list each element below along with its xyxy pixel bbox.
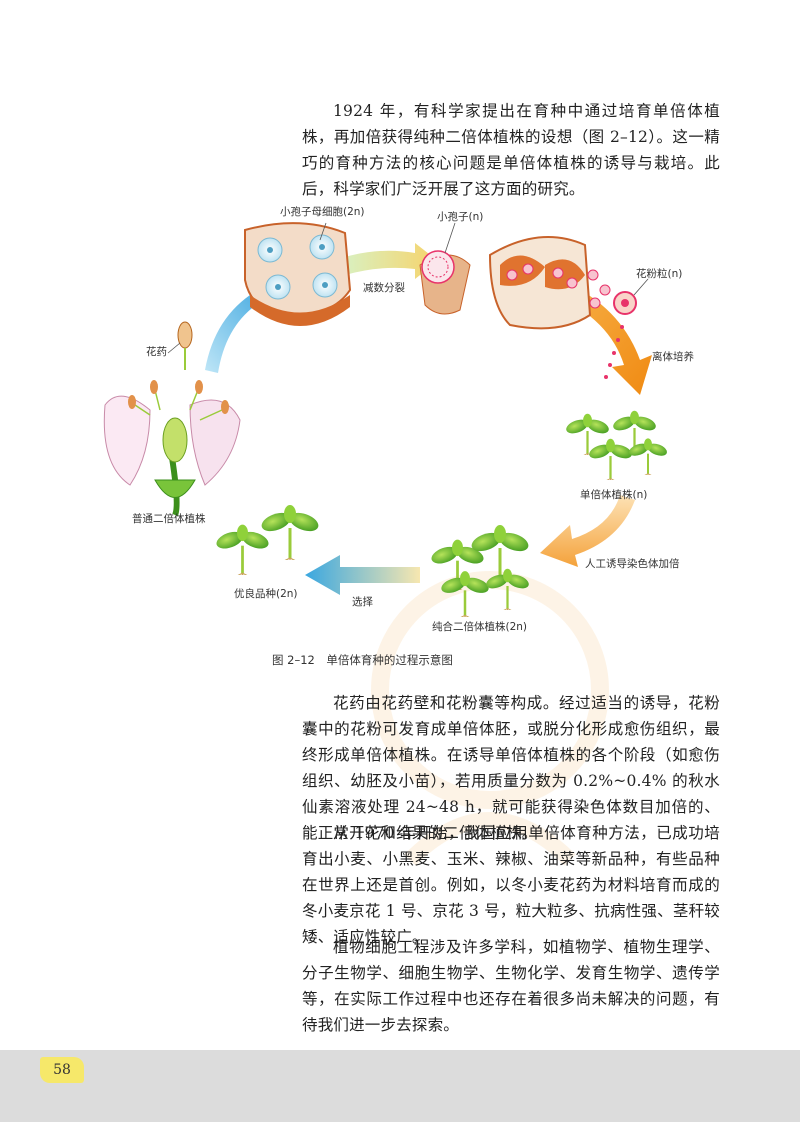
label-in-vitro-culture: 离体培养 xyxy=(652,350,694,363)
superior-variety-plants xyxy=(215,503,320,575)
label-diploid-plant: 普通二倍体植株 xyxy=(132,512,206,525)
label-microspore: 小孢子(n) xyxy=(437,211,483,223)
label-pollen-grain: 花粉粒(n) xyxy=(636,267,682,280)
anther-paragraph: 花药由花药壁和花粉囊等构成。经过适当的诱导，花粉囊中的花粉可发育成单倍体胚，或脱… xyxy=(302,694,720,842)
intro-paragraph: 1924 年，有科学家提出在育种中通过培育单倍体植株，再加倍获得纯种二倍体植株的… xyxy=(302,102,720,198)
arrow-meiosis xyxy=(345,243,438,279)
label-superior-variety: 优良品种(2n) xyxy=(234,587,298,600)
label-microspore-mother-cell: 小孢子母细胞(2n) xyxy=(280,205,365,218)
arrow-culture xyxy=(555,280,652,395)
haploid-breeding-diagram: 小孢子母细胞(2n) 小孢子(n) 减数分裂 花粉粒(n) 离体培养 花药 单倍… xyxy=(103,205,694,633)
page-footer xyxy=(0,1050,800,1122)
pollen-grain xyxy=(613,291,637,315)
label-anther: 花药 xyxy=(146,345,167,358)
haploid-plants xyxy=(565,409,668,480)
anther-cross-section xyxy=(244,222,352,326)
anther-icon xyxy=(167,321,193,370)
china-breeding-paragraph: 从 1970 年开始，我国应用单倍体育种方法，已成功培育出小麦、小黑麦、玉米、辣… xyxy=(302,824,720,946)
figure-caption: 图 2–12 单倍体育种的过程示意图 xyxy=(272,653,453,667)
label-selection: 选择 xyxy=(352,595,373,608)
arrow-selection xyxy=(305,555,420,595)
arrow-doubling xyxy=(540,495,635,567)
pure-diploid-plants xyxy=(430,523,530,617)
label-pure-diploid: 纯合二倍体植株(2n) xyxy=(432,620,527,633)
label-haploid-plant: 单倍体植株(n) xyxy=(580,488,647,501)
diploid-flower xyxy=(103,380,241,517)
engineering-paragraph: 植物细胞工程涉及许多学科，如植物学、植物生理学、分子生物学、细胞生物学、生物化学… xyxy=(302,938,720,1034)
label-meiosis: 减数分裂 xyxy=(363,281,405,294)
anther-with-pollen xyxy=(488,236,611,330)
label-chromosome-doubling: 人工诱导染色体加倍 xyxy=(585,557,680,570)
page-number: 58 xyxy=(40,1057,84,1083)
pollen-trail xyxy=(604,325,624,379)
microspore xyxy=(419,250,471,315)
